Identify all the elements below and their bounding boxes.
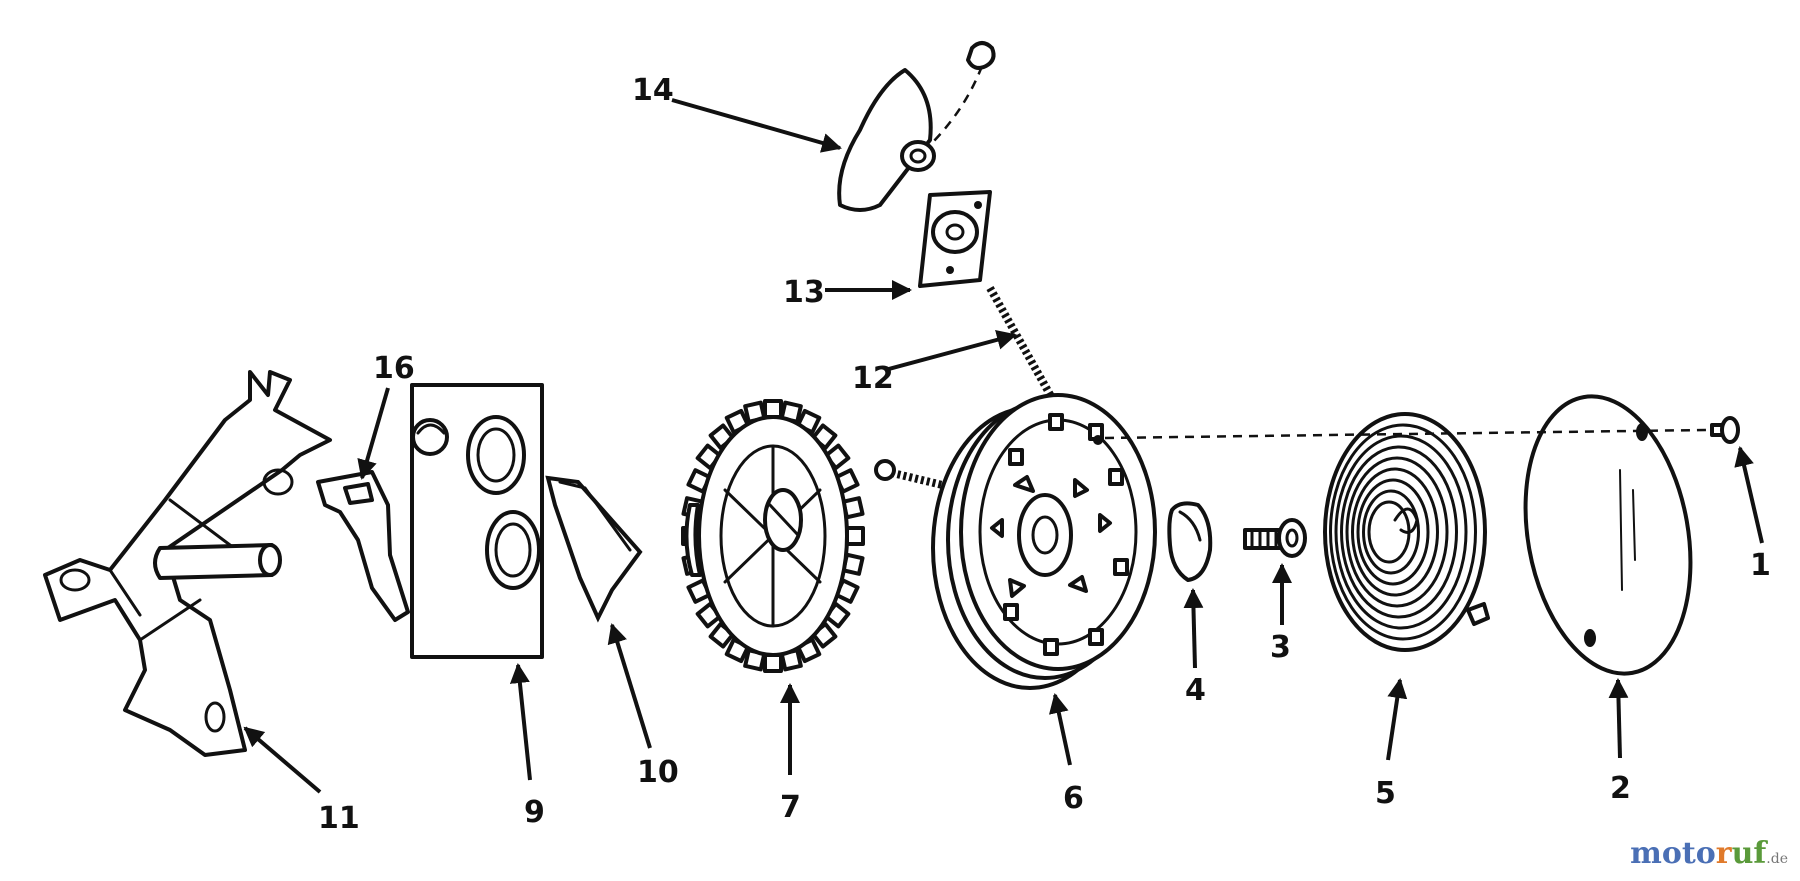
part-7-gear — [681, 399, 865, 673]
callout-10: 10 — [637, 755, 679, 790]
callout-11: 11 — [318, 801, 360, 836]
part-2-cover — [1523, 394, 1693, 676]
callout-12: 12 — [852, 361, 894, 396]
watermark-text-3: uf — [1731, 836, 1767, 871]
callout-16: 16 — [373, 351, 415, 386]
callout-5: 5 — [1375, 776, 1396, 811]
watermark-text-2: r — [1715, 836, 1732, 871]
part-1-rivet — [1710, 416, 1740, 444]
part-12-cord — [874, 286, 1074, 492]
watermark-tld: .de — [1766, 851, 1788, 867]
callout-1: 1 — [1750, 548, 1771, 583]
part-10-wire-spring — [545, 475, 643, 623]
callout-3: 3 — [1270, 630, 1291, 665]
part-3-screw — [1243, 518, 1307, 558]
part-5-recoil-spring — [1323, 412, 1490, 652]
part-9-plate — [410, 383, 544, 659]
callout-labels: 1 2 3 4 5 6 7 9 10 11 12 13 14 16 — [318, 73, 1771, 836]
part-14-handle — [837, 41, 996, 212]
callout-13: 13 — [783, 275, 825, 310]
part-6-pulley — [931, 393, 1157, 690]
watermark-text-1: moto — [1630, 836, 1716, 871]
part-13-bracket — [918, 190, 992, 288]
part-16-clip — [316, 470, 410, 622]
callout-14: 14 — [632, 73, 674, 108]
watermark-logo: motoruf.de — [1630, 836, 1788, 871]
callout-6: 6 — [1063, 781, 1084, 816]
callout-9: 9 — [524, 795, 545, 830]
callout-7: 7 — [780, 790, 801, 825]
part-11-mounting-bracket — [43, 370, 332, 757]
callout-2: 2 — [1610, 771, 1631, 806]
leader-arrows — [243, 98, 1764, 794]
part-4-bushing — [1167, 501, 1213, 582]
callout-4: 4 — [1185, 673, 1206, 708]
